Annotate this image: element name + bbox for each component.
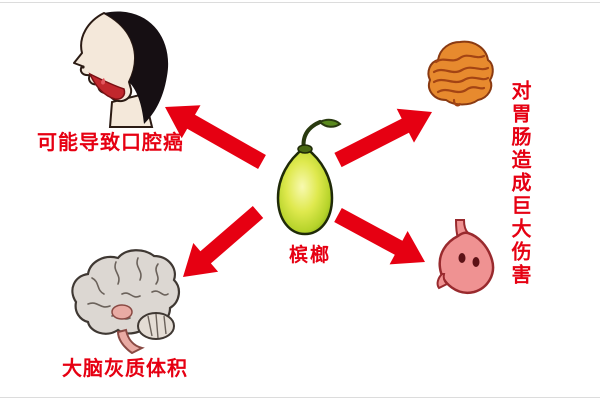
bottom-border-line <box>0 397 600 398</box>
arrow-top-right <box>334 108 432 168</box>
arrow-top-left <box>165 105 266 169</box>
arrow-bottom-left <box>183 206 264 277</box>
label-oral-cancer: 可能导致口腔癌 <box>37 132 184 154</box>
label-betel-nut: 槟榔 <box>289 245 332 266</box>
label-gastro-harm: 对胃肠造成巨大伤害 <box>508 80 530 287</box>
brain-icon <box>71 249 180 354</box>
intestines-icon <box>427 40 494 107</box>
top-border-line <box>0 2 600 3</box>
arrow-bottom-right <box>334 208 425 265</box>
head-open-mouth-icon <box>73 11 169 128</box>
betel-nut-icon <box>276 118 342 236</box>
label-brain-gray-matter: 大脑灰质体积 <box>62 358 188 380</box>
stomach-icon <box>436 219 495 295</box>
